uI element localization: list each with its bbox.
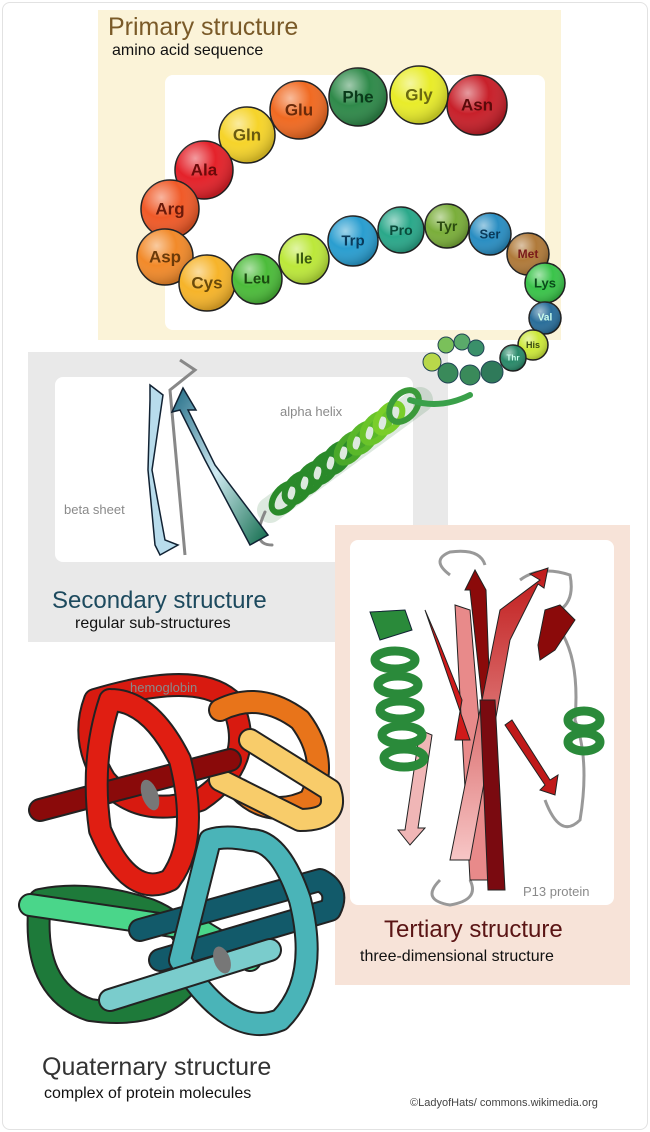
amino-acid-gly[interactable]: Gly	[389, 65, 449, 125]
amino-acid-asn[interactable]: Asn	[446, 74, 508, 136]
svg-text:Thr: Thr	[507, 354, 520, 363]
hemoglobin-label: hemoglobin	[130, 680, 198, 695]
hemoglobin-drawing	[18, 673, 346, 1036]
svg-text:Ala: Ala	[191, 161, 218, 180]
svg-text:Trp: Trp	[341, 233, 364, 250]
svg-text:Pro: Pro	[389, 222, 412, 238]
amino-acid-lys[interactable]: Lys	[524, 262, 566, 304]
p13-protein-drawing	[369, 549, 605, 907]
tertiary-structure-subtitle: three-dimensional structure	[360, 948, 554, 965]
alpha-helix-drawing	[257, 387, 473, 547]
svg-text:Gly: Gly	[405, 86, 433, 105]
svg-text:Leu: Leu	[244, 271, 271, 288]
amino-acid-val[interactable]: Val	[528, 301, 562, 335]
amino-acid-ala[interactable]: Ala	[174, 140, 234, 200]
tertiary-structure-title: Tertiary structure	[384, 916, 563, 943]
svg-text:Asp: Asp	[149, 248, 181, 267]
amino-acid-cys[interactable]: Cys	[178, 254, 236, 312]
amino-acid-phe[interactable]: Phe	[328, 67, 388, 127]
svg-text:Glu: Glu	[285, 101, 313, 120]
alpha-helix-label: alpha helix	[280, 404, 343, 419]
image-credit: ©LadyofHats/ commons.wikimedia.org	[410, 1097, 598, 1109]
quaternary-structure-subtitle: complex of protein molecules	[44, 1085, 252, 1102]
p13-protein-label: P13 protein	[523, 884, 590, 899]
beta-sheet-drawing	[147, 358, 270, 557]
svg-text:Gln: Gln	[233, 126, 261, 145]
svg-text:Tyr: Tyr	[437, 218, 458, 234]
svg-text:Ser: Ser	[480, 227, 501, 242]
amino-acid-arg[interactable]: Arg	[140, 179, 200, 239]
amino-acid-leu[interactable]: Leu	[231, 253, 283, 305]
svg-text:Phe: Phe	[342, 88, 373, 107]
amino-acid-trp[interactable]: Trp	[327, 215, 379, 267]
svg-text:Ile: Ile	[296, 251, 313, 268]
amino-acid-thr[interactable]: Thr	[499, 344, 527, 372]
amino-acid-gln[interactable]: Gln	[218, 106, 276, 164]
beta-sheet-label: beta sheet	[64, 502, 125, 517]
svg-text:Arg: Arg	[155, 200, 184, 219]
svg-text:Cys: Cys	[191, 274, 222, 293]
amino-acid-tyr[interactable]: Tyr	[424, 203, 470, 249]
svg-text:Lys: Lys	[534, 276, 556, 291]
amino-acid-glu[interactable]: Glu	[269, 80, 329, 140]
secondary-structure-subtitle: regular sub-structures	[75, 615, 231, 632]
svg-text:Asn: Asn	[461, 96, 493, 115]
amino-acid-chain[interactable]: Asn Gly Phe Glu Gln Ala Arg Asp Cys Leu …	[136, 65, 566, 372]
bead-coil	[422, 333, 504, 386]
amino-acid-ile[interactable]: Ile	[278, 233, 330, 285]
secondary-structure-title: Secondary structure	[52, 587, 267, 614]
quaternary-structure-title: Quaternary structure	[42, 1053, 272, 1081]
amino-acid-ser[interactable]: Ser	[468, 212, 512, 256]
svg-text:Met: Met	[518, 247, 539, 261]
svg-text:His: His	[526, 340, 540, 350]
primary-structure-title: Primary structure	[108, 13, 299, 41]
amino-acid-pro[interactable]: Pro	[377, 206, 425, 254]
amino-acid-asp[interactable]: Asp	[136, 228, 194, 286]
primary-structure-subtitle: amino acid sequence	[112, 42, 264, 59]
svg-text:Val: Val	[538, 313, 553, 324]
